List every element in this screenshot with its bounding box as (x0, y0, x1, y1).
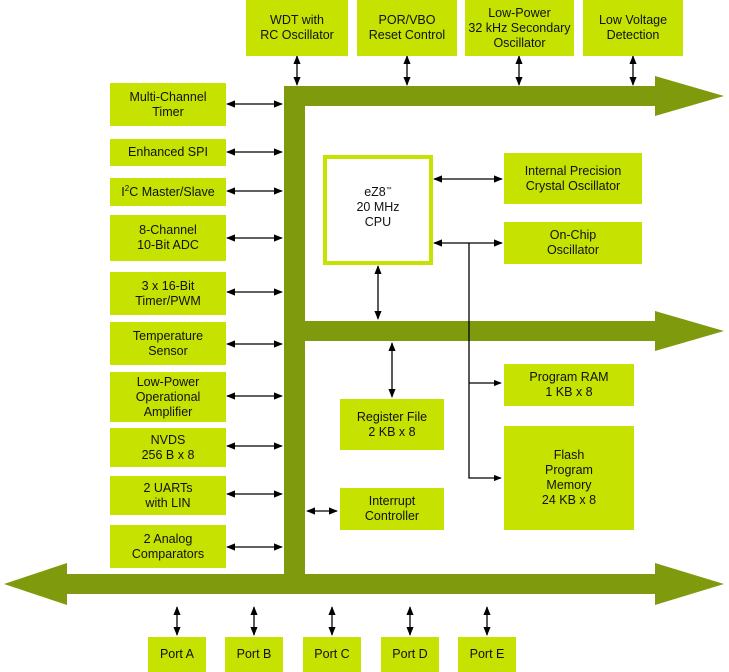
ram-block: Program RAM 1 KB x 8 (504, 364, 634, 406)
uarts-label: 2 UARTs with LIN (143, 480, 193, 510)
irq-label: Interrupt Controller (364, 494, 420, 523)
uarts-block: 2 UARTs with LIN (110, 476, 226, 515)
wdt-block: WDT with RC Oscillator (246, 0, 348, 56)
port-c-label: Port C (314, 647, 350, 661)
wdt-label: WDT with RC Oscillator (260, 13, 334, 42)
port-d-label: Port D (392, 647, 428, 661)
cpu-block: eZ8™ 20 MHz CPU (323, 155, 433, 265)
regfile-block: Register File 2 KB x 8 (340, 399, 444, 450)
spi-label: Enhanced SPI (128, 145, 208, 159)
middle-bus-arrow (284, 311, 724, 351)
flash-block: Flash Program Memory 24 KB x 8 (504, 426, 634, 530)
spi-block: Enhanced SPI (110, 139, 226, 166)
nvds-block: NVDS 256 B x 8 (110, 428, 226, 467)
por-block: POR/VBO Reset Control (357, 0, 457, 56)
pwm-block: 3 x 16-Bit Timer/PWM (110, 272, 226, 315)
opamp-label: Low-Power Operational Amplifier (135, 374, 201, 419)
pwm-label: 3 x 16-Bit Timer/PWM (135, 278, 201, 308)
lposc-label: Low-Power 32 kHz Secondary Oscillator (468, 5, 571, 50)
comp-label: 2 Analog Comparators (131, 531, 205, 561)
temp-block: Temperature Sensor (110, 322, 226, 365)
lvd-block: Low Voltage Detection (583, 0, 683, 56)
port-a-block: Port A (148, 637, 206, 672)
bus-structure (4, 76, 724, 605)
timer-label: Multi-Channel Timer (129, 89, 207, 119)
connectors (173, 55, 637, 636)
lposc-block: Low-Power 32 kHz Secondary Oscillator (465, 0, 574, 56)
port-e-block: Port E (458, 637, 516, 672)
onchip-label: On-Chip Oscillator (546, 228, 600, 257)
adc-label: 8-Channel 10-Bit ADC (137, 223, 199, 252)
cpu-label: eZ8™ 20 MHz CPU (356, 185, 400, 229)
i2c-block: I2C Master/Slave (110, 178, 226, 206)
timer-block: Multi-Channel Timer (110, 83, 226, 126)
por-label: POR/VBO Reset Control (368, 13, 446, 42)
top-bus-arrow (284, 76, 724, 116)
irq-block: Interrupt Controller (340, 488, 444, 530)
lvd-label: Low Voltage Detection (598, 13, 668, 42)
port-d-block: Port D (381, 637, 439, 672)
port-b-label: Port B (236, 647, 272, 661)
port-e-label: Port E (469, 647, 505, 661)
adc-block: 8-Channel 10-Bit ADC (110, 215, 226, 261)
port-b-block: Port B (225, 637, 283, 672)
bottom-bus-arrow (4, 563, 724, 605)
ipco-block: Internal Precision Crystal Oscillator (504, 153, 642, 204)
onchip-block: On-Chip Oscillator (504, 222, 642, 264)
port-a-label: Port A (159, 647, 195, 661)
flash-label: Flash Program Memory 24 KB x 8 (541, 448, 597, 507)
regfile-label: Register File 2 KB x 8 (356, 409, 428, 439)
ram-label: Program RAM 1 KB x 8 (529, 370, 609, 399)
comp-block: 2 Analog Comparators (110, 525, 226, 568)
port-c-block: Port C (303, 637, 361, 672)
ipco-label: Internal Precision Crystal Oscillator (524, 163, 622, 193)
nvds-label: NVDS 256 B x 8 (141, 432, 195, 462)
opamp-block: Low-Power Operational Amplifier (110, 372, 226, 422)
i2c-label: I2C Master/Slave (121, 183, 215, 199)
memory-trunk (468, 243, 502, 482)
temp-label: Temperature Sensor (132, 328, 204, 358)
